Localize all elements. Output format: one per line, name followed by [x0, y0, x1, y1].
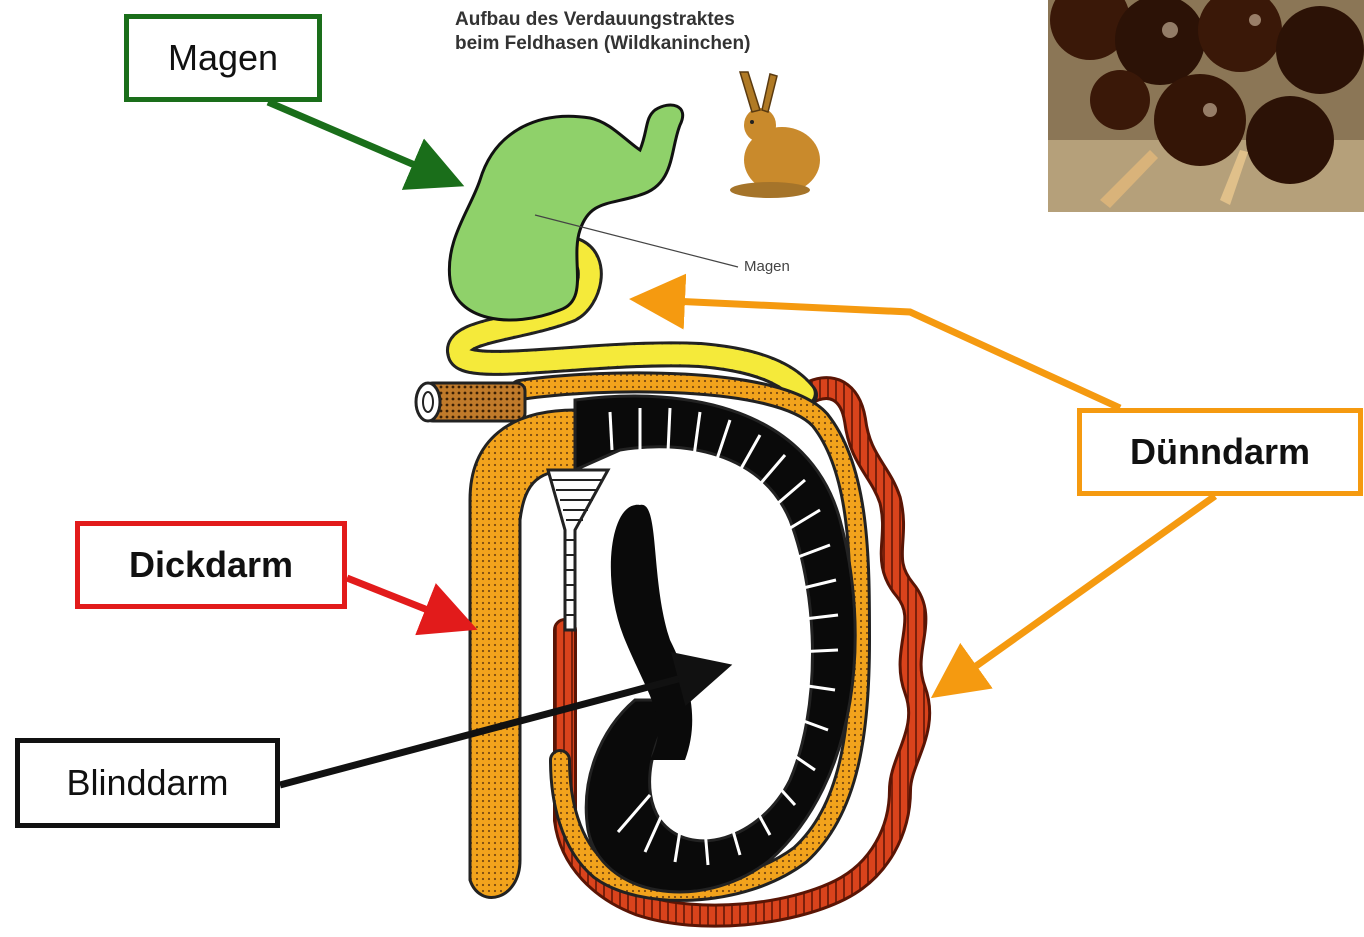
vermiform-appendix — [548, 470, 608, 630]
arrow-magen — [268, 102, 445, 178]
figure-title-line1: Aufbau des Verdauungstraktes — [455, 8, 750, 32]
droppings-photo — [1048, 0, 1364, 212]
callout-duenndarm: Dünndarm — [1077, 408, 1363, 496]
callout-magen: Magen — [124, 14, 322, 102]
callout-dickdarm: Dickdarm — [75, 521, 347, 609]
hare-illustration — [730, 72, 820, 198]
stomach — [449, 105, 682, 320]
arrow-dickdarm — [347, 578, 458, 622]
figure-title-line2: beim Feldhasen (Wildkaninchen) — [455, 32, 750, 56]
callout-blinddarm: Blinddarm — [15, 738, 280, 828]
arrow-duenndarm-lower — [948, 496, 1215, 686]
figure-title: Aufbau des Verdauungstraktes beim Feldha… — [455, 8, 750, 56]
stomach-inline-label: Magen — [744, 258, 790, 275]
